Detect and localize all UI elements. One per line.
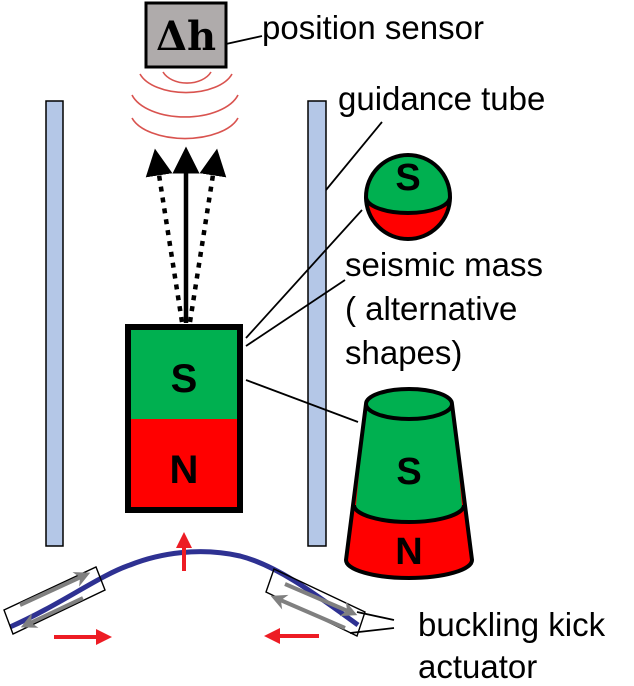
leader-lines [225, 35, 395, 634]
sphere-magnet: S [364, 153, 452, 241]
bar-magnet-north [128, 419, 240, 510]
actuator-right [265, 568, 366, 637]
actuator-label-line2: actuator [418, 648, 537, 685]
sphere-south-label: S [395, 157, 420, 199]
sensor-box [144, 1, 228, 69]
arrow-up-right-dotted [187, 148, 227, 323]
actuator-label-line1: buckling kick [418, 606, 606, 643]
bar-magnet-south-label: S [171, 357, 198, 401]
seismic-mass-label-line3: shapes) [345, 334, 462, 371]
cone-magnet: S N [343, 387, 475, 580]
cone-north-label: N [395, 531, 422, 573]
sensor-waves-icon [131, 71, 239, 140]
seismic-mass-label-line2: ( alternative [345, 290, 517, 327]
guidance-tube-left [45, 100, 64, 547]
guidance-tube-right [307, 100, 327, 547]
position-sensor: Δh [144, 1, 228, 69]
bar-magnet: S N [125, 324, 243, 513]
sensor-symbol: Δh [156, 13, 216, 60]
position-sensor-label: position sensor [262, 9, 484, 46]
actuator-left [3, 566, 106, 635]
seismic-mass-label-line1: seismic mass [345, 246, 543, 283]
guidance-tube-label: guidance tube [338, 80, 545, 117]
arrow-up-left-dotted [145, 148, 185, 323]
motion-arrows [145, 146, 227, 323]
buckling-beam [8, 549, 360, 630]
bar-magnet-north-label: N [170, 448, 199, 492]
force-arrows [54, 532, 319, 645]
cone-south-label: S [396, 451, 421, 493]
bar-magnet-south [128, 327, 240, 419]
